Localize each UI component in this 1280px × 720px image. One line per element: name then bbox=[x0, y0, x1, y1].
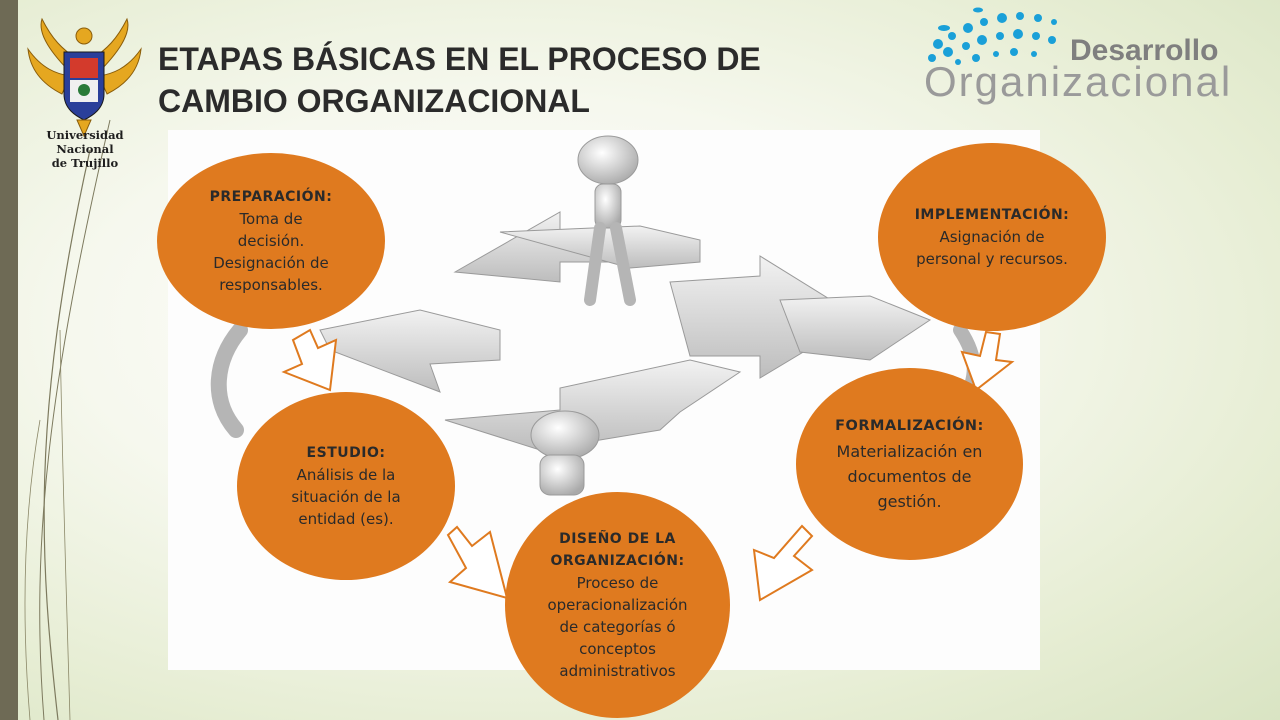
figure-top bbox=[577, 135, 639, 306]
left-accent-bar bbox=[0, 0, 18, 720]
stage-estudio: ESTUDIO: Análisis de la situación de la … bbox=[237, 392, 455, 580]
stage-formalizacion-heading: FORMALIZACIÓN: bbox=[835, 418, 984, 434]
stage-diseno-text-4: conceptos bbox=[579, 640, 656, 658]
stage-preparacion: PREPARACIÓN: Toma de decisión. Designaci… bbox=[157, 153, 385, 329]
logo-dots bbox=[928, 7, 1057, 65]
stage-formalizacion: FORMALIZACIÓN: Materialización en docume… bbox=[796, 368, 1023, 560]
flow-arrow-prep-to-estudio bbox=[281, 328, 338, 392]
stage-preparacion-heading: PREPARACIÓN: bbox=[209, 189, 333, 205]
stage-diseno-heading-1: DISEÑO DE LA bbox=[559, 531, 676, 547]
desarrollo-organizacional-logo: Desarrollo Organizacional bbox=[924, 7, 1232, 105]
logo-word-desarrollo: Desarrollo bbox=[1070, 34, 1218, 67]
figure-left bbox=[210, 322, 248, 438]
stage-preparacion-text-4: responsables. bbox=[219, 276, 323, 294]
flow-arrow-impl-to-formalizacion bbox=[960, 330, 1015, 392]
stage-estudio-text-2: situación de la bbox=[291, 488, 401, 506]
stage-diseno-text-2: operacionalización bbox=[547, 596, 688, 614]
university-name-line1: Universidad Nacional bbox=[46, 128, 124, 156]
stage-formalizacion-text-2: documentos de bbox=[847, 467, 972, 486]
stage-diseno: DISEÑO DE LA ORGANIZACIÓN: Proceso de op… bbox=[505, 492, 730, 718]
stage-formalizacion-text-3: gestión. bbox=[877, 492, 942, 511]
university-name-line2: de Trujillo bbox=[51, 156, 119, 170]
university-logo bbox=[27, 17, 142, 138]
stage-diseno-text-3: de categorías ó bbox=[559, 618, 676, 636]
stage-diseno-heading-2: ORGANIZACIÓN: bbox=[550, 553, 685, 569]
stage-diseno-text-5: administrativos bbox=[559, 662, 676, 680]
stage-preparacion-text-3: Designación de bbox=[213, 254, 329, 272]
stage-estudio-text-3: entidad (es). bbox=[298, 510, 394, 528]
stage-preparacion-text-2: decisión. bbox=[237, 232, 305, 250]
figure-bottom bbox=[530, 410, 600, 496]
flow-arrow-estudio-to-diseno bbox=[446, 525, 509, 600]
stage-implementacion-text-2: personal y recursos. bbox=[916, 250, 1068, 268]
stage-estudio-text-1: Análisis de la bbox=[296, 466, 396, 484]
title-line-1: ETAPAS BÁSICAS EN EL PROCESO DE bbox=[158, 41, 761, 77]
slide-title: ETAPAS BÁSICAS EN EL PROCESO DE CAMBIO O… bbox=[158, 38, 858, 122]
gray-arrow-left bbox=[319, 309, 501, 393]
stage-formalizacion-text-1: Materialización en bbox=[836, 442, 983, 461]
logo-word-organizacional: Organizacional bbox=[924, 58, 1232, 105]
stage-implementacion-heading: IMPLEMENTACIÓN: bbox=[914, 207, 1070, 223]
stage-preparacion-text-1: Toma de bbox=[239, 210, 303, 228]
flow-arrow-formalizacion-to-diseno bbox=[752, 524, 814, 602]
gray-arrow-top bbox=[453, 211, 701, 283]
decorative-lines bbox=[24, 119, 111, 720]
university-name: Universidad Nacional de Trujillo bbox=[20, 128, 150, 170]
title-line-2: CAMBIO ORGANIZACIONAL bbox=[158, 83, 590, 119]
stage-diseno-text-1: Proceso de bbox=[576, 574, 659, 592]
stage-estudio-heading: ESTUDIO: bbox=[306, 445, 386, 461]
gray-arrow-right bbox=[669, 255, 932, 379]
stage-implementacion: IMPLEMENTACIÓN: Asignación de personal y… bbox=[878, 143, 1106, 331]
stage-implementacion-text-1: Asignación de bbox=[939, 228, 1045, 246]
